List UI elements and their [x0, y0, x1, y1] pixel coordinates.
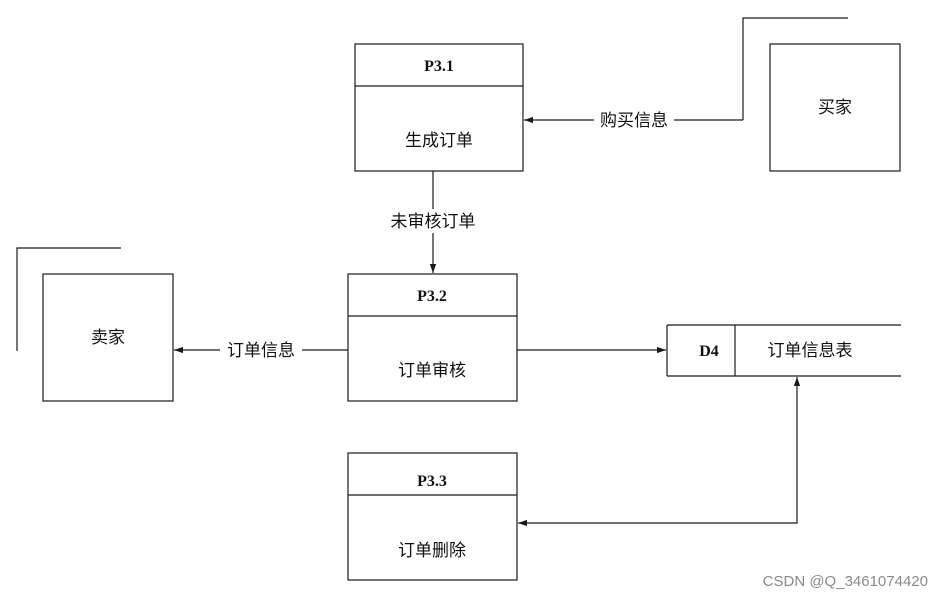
flow-order-info: 订单信息	[174, 339, 348, 361]
flow-order-info-label: 订单信息	[227, 341, 295, 361]
process-p3-3-id: P3.3	[417, 473, 447, 490]
watermark: CSDN @Q_3461074420	[763, 573, 928, 590]
flow-unreviewed-order: 未审核订单	[384, 171, 482, 273]
datastore-d4: D4 订单信息表	[666, 324, 901, 377]
entity-buyer-name: 买家	[818, 98, 852, 118]
entity-buyer: 买家	[742, 17, 901, 172]
flow-purchase-info-label: 购买信息	[600, 111, 668, 131]
entity-seller-shadow	[16, 247, 121, 351]
process-p3-2: P3.2 订单审核	[347, 273, 518, 402]
entity-seller: 卖家	[16, 247, 174, 402]
datastore-name: 订单信息表	[768, 341, 853, 361]
flow-unreviewed-order-label: 未审核订单	[391, 212, 476, 232]
process-p3-1: P3.1 生成订单	[354, 43, 524, 172]
process-p3-3-name: 订单删除	[398, 541, 466, 561]
process-p3-1-id: P3.1	[424, 58, 454, 75]
datastore-id: D4	[699, 343, 719, 360]
entity-seller-name: 卖家	[91, 328, 125, 348]
process-p3-1-name: 生成订单	[405, 131, 473, 151]
flow-datastore-delete-arrow	[518, 377, 801, 527]
process-p3-3: P3.3 订单删除	[347, 452, 518, 581]
process-p3-2-id: P3.2	[417, 288, 447, 305]
process-p3-2-name: 订单审核	[398, 361, 466, 381]
entity-buyer-shadow	[742, 17, 848, 120]
flow-purchase-info: 购买信息	[524, 109, 743, 131]
